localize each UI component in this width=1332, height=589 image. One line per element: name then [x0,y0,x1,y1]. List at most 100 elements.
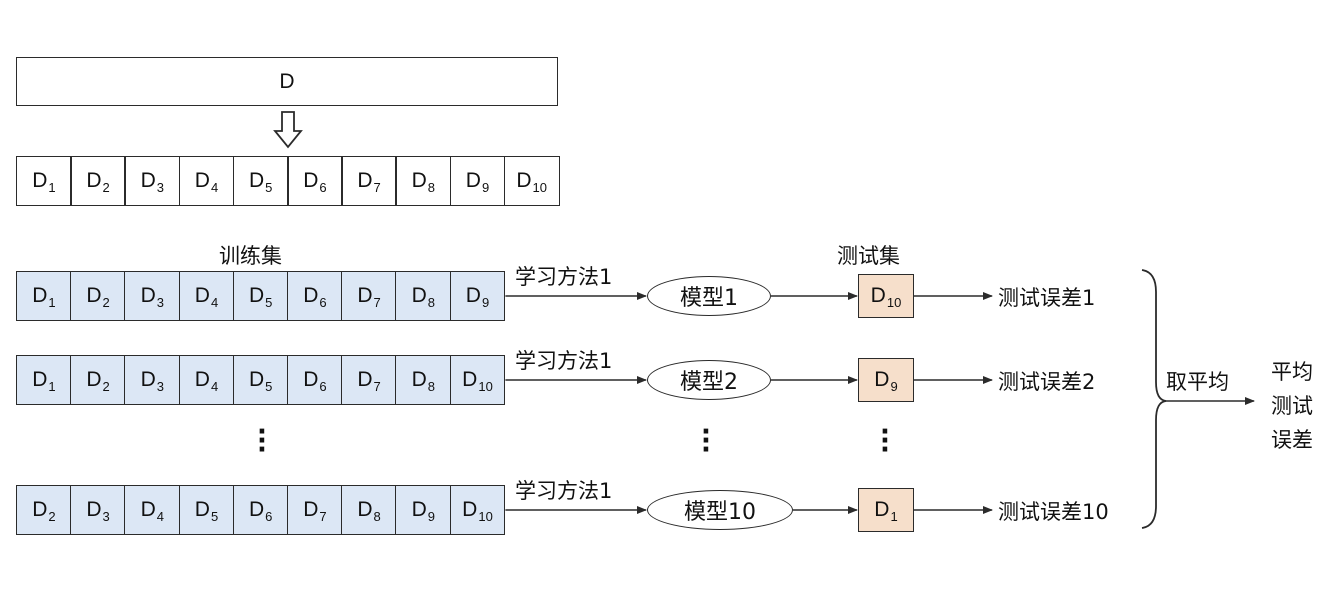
train-fold-cell-subscript: 3 [156,294,164,310]
full-dataset-label: D [279,69,295,93]
test-set-label: 测试集 [837,244,900,268]
partition-cell-base: D [357,169,373,192]
model-ellipse: 模型1 [647,276,771,316]
take-average-label: 取平均 [1166,370,1229,394]
right-brace [1141,269,1167,529]
train-fold-cell-subscript: 8 [427,378,435,394]
train-fold-cell-subscript: 5 [265,378,273,394]
train-fold-cell-base: D [303,368,319,391]
train-fold-cell-base: D [140,368,156,391]
train-fold-cell-base: D [248,368,265,391]
train-fold-cell-base: D [86,284,102,307]
train-fold-cell-subscript: 7 [319,508,327,524]
train-fold-cell-subscript: 6 [319,378,327,394]
model-ellipsis: ··· [701,417,711,465]
train-fold-cell-base: D [248,284,265,307]
train-fold-cell-subscript: 8 [427,294,435,310]
average-test-error-line-3: 误差 [1271,428,1313,452]
train-fold-cell-base: D [357,498,373,521]
train-fold-cell-subscript: 6 [265,508,273,524]
partition-cell-base: D [303,169,319,192]
train-fold-cell-base: D [32,498,48,521]
test-error-label: 测试误差1 [998,286,1096,310]
train-fold-cell-subscript: 10 [478,378,493,394]
train-fold-cell-base: D [357,284,373,307]
train-fold-cell-base: D [194,368,210,391]
train-fold-cell-subscript: 4 [156,508,164,524]
test-error-label: 测试误差2 [998,370,1096,394]
test-fold-cell-base: D [874,498,890,521]
train-ellipsis: ··· [257,417,267,465]
train-fold-cell-base: D [303,284,319,307]
full-dataset-box: D [16,57,558,106]
train-fold-cell-subscript: 7 [373,294,381,310]
partition-cell-base: D [86,169,102,192]
split-down-arrow-icon [273,111,303,149]
train-fold-cell-base: D [32,284,48,307]
average-test-error-line-1: 平均 [1271,360,1313,384]
train-fold-cell-subscript: 2 [102,294,110,310]
train-fold-cell-base: D [140,284,156,307]
partition-cell-base: D [411,169,427,192]
train-fold-cell-base: D [86,498,102,521]
train-fold-cell-subscript: 5 [265,294,273,310]
train-fold-cell-base: D [248,498,265,521]
train-fold-cell-subscript: 3 [156,378,164,394]
partition-cell-subscript: 9 [481,179,490,195]
train-fold-cell-subscript: 3 [102,508,110,524]
train-set-label: 训练集 [219,244,282,268]
partition-cell-subscript: 1 [48,179,56,195]
partition-cell-subscript: 8 [427,179,435,195]
partition-cell-base: D [194,169,210,192]
model-label: 模型10 [684,500,756,525]
train-fold-cell-base: D [140,498,156,521]
partition-cell-subscript: 10 [532,179,548,195]
test-ellipsis: ··· [880,417,890,465]
partition-cell-base: D [516,169,532,192]
train-fold-cell-base: D [303,498,319,521]
train-fold-cell-subscript: 6 [319,294,327,310]
average-test-error-label: 平均 测试 误差 [1262,355,1322,457]
partition-cell-subscript: 4 [210,179,219,195]
model-label: 模型2 [680,370,738,395]
train-fold-cell-base: D [32,368,48,391]
model-label: 模型1 [680,286,738,311]
train-fold-cell-base: D [465,284,481,307]
train-fold-cell-base: D [194,498,210,521]
train-fold-cell-base: D [86,368,102,391]
average-test-error-line-2: 测试 [1271,394,1313,418]
train-fold-cell-subscript: 9 [481,294,490,310]
train-fold-cell-base: D [462,498,478,521]
train-fold-cell-subscript: 2 [102,378,110,394]
train-fold-cell-subscript: 1 [48,294,56,310]
train-fold-cell-subscript: 9 [427,508,435,524]
partition-cell-base: D [32,169,48,192]
test-fold-cell-subscript: 1 [890,508,898,524]
